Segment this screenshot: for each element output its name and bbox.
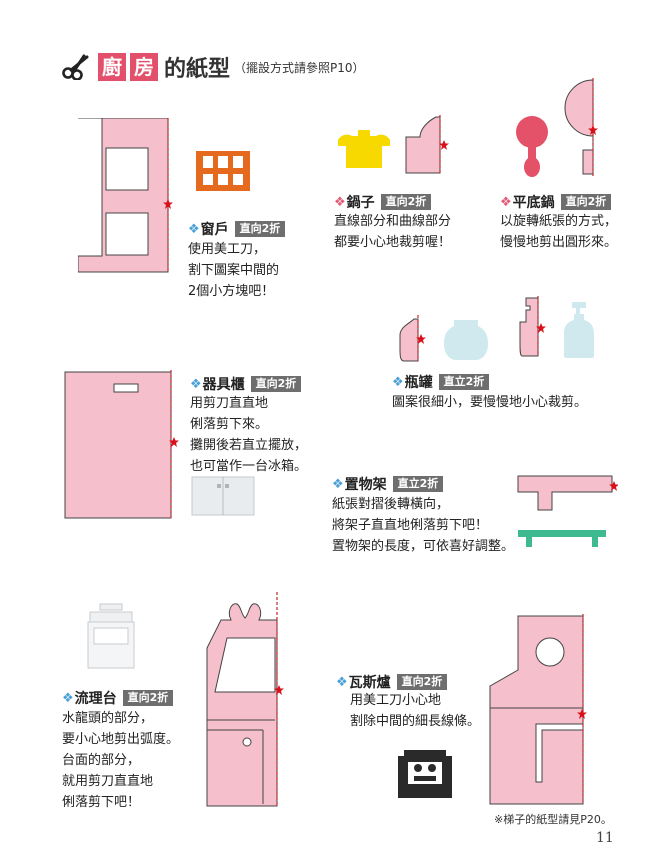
bottle-pattern-2 <box>519 296 546 357</box>
cabinet-pattern <box>64 370 179 520</box>
item-label-bottles: ❖ 瓶罐 直立2折 <box>392 372 490 392</box>
bottle-pattern-1 <box>399 315 426 362</box>
cabinet-photo <box>191 476 255 516</box>
star-icon <box>536 323 546 333</box>
frying-pan-pattern <box>564 78 598 176</box>
item-label-stove: ❖ 瓦斯爐 直向2折 <box>336 672 448 692</box>
page-subtitle: （擺設方式請參照P10） <box>234 60 365 75</box>
footnote: ※梯子的紙型請見P20。 <box>494 813 612 826</box>
window-pattern <box>78 118 173 273</box>
item-desc-bottles: 圖案很細小，要慢慢地小心裁剪。 <box>392 395 588 410</box>
shelf-photo <box>518 530 606 547</box>
diamond-cluster-icon: ❖ <box>188 221 200 237</box>
fold-tag: 直向2折 <box>234 221 286 237</box>
bottle-photo-2 <box>564 302 594 358</box>
fold-tag: 直向2折 <box>560 194 612 210</box>
star-icon <box>577 709 587 719</box>
fold-tag: 直向2折 <box>250 376 302 392</box>
item-desc-sink: 水龍頭的部分，要小心地剪出弧度。台面的部分，就用剪刀直直地俐落剪下吧！ <box>62 711 180 810</box>
star-icon <box>609 481 618 491</box>
item-label-window: ❖ 窗戶 直向2折 <box>188 219 286 239</box>
item-label-sink: ❖ 流理台 直向2折 <box>62 688 174 708</box>
fold-tag: 直立2折 <box>392 476 444 492</box>
scissors-icon <box>62 54 89 80</box>
sink-photo <box>87 603 135 669</box>
diamond-cluster-icon: ❖ <box>62 690 74 706</box>
stove-pattern <box>489 614 587 805</box>
diamond-cluster-icon: ❖ <box>392 374 404 390</box>
item-desc-frying-pan: 以旋轉紙張的方式，慢慢地剪出圓形來。 <box>500 214 618 250</box>
diamond-cluster-icon: ❖ <box>336 674 348 690</box>
window-photo <box>196 151 250 191</box>
pot-pattern <box>405 115 449 174</box>
item-desc-pot: 直線部分和曲線部分都要小心地裁剪喔！ <box>334 214 452 250</box>
item-label-pot: ❖ 鍋子 直向2折 <box>334 192 432 212</box>
diamond-cluster-icon: ❖ <box>190 376 202 392</box>
diamond-cluster-icon: ❖ <box>334 194 346 210</box>
fold-tag: 直向2折 <box>396 674 448 690</box>
title-char-1: 廚 <box>98 53 126 81</box>
fold-tag: 直向2折 <box>380 194 432 210</box>
star-icon <box>169 437 179 447</box>
frying-pan-photo <box>516 116 548 177</box>
diamond-cluster-icon: ❖ <box>332 476 344 492</box>
title-char-2: 房 <box>130 53 158 81</box>
sink-pattern <box>206 592 284 807</box>
star-icon <box>439 140 449 150</box>
star-icon <box>416 334 426 344</box>
item-desc-cabinet: 用剪刀直直地俐落剪下來。攤開後若直立擺放，也可當作一台冰箱。 <box>190 396 308 474</box>
fold-tag: 直立2折 <box>438 374 490 390</box>
fold-tag: 直向2折 <box>122 690 174 706</box>
star-icon <box>274 685 284 695</box>
item-label-shelf: ❖ 置物架 直立2折 <box>332 474 444 494</box>
stove-photo <box>398 750 452 798</box>
star-icon <box>588 125 598 135</box>
item-label-frying-pan: ❖ 平底鍋 直向2折 <box>500 192 612 212</box>
pot-photo <box>338 130 390 168</box>
page-number: 11 <box>596 830 614 846</box>
page-header: 廚 房 的紙型 （擺設方式請參照P10） <box>62 50 365 84</box>
bottle-photo-1 <box>444 320 488 360</box>
item-label-cabinet: ❖ 器具櫃 直向2折 <box>190 374 302 394</box>
star-icon <box>163 199 173 209</box>
shelf-pattern <box>517 475 618 511</box>
item-desc-shelf: 紙張對摺後轉橫向，將架子直直地俐落剪下吧！置物架的長度，可依喜好調整。 <box>332 497 515 554</box>
item-desc-stove: 用美工刀小心地割除中間的細長線條。 <box>350 693 481 729</box>
page-title: 的紙型 <box>164 57 231 82</box>
diamond-cluster-icon: ❖ <box>500 194 512 210</box>
